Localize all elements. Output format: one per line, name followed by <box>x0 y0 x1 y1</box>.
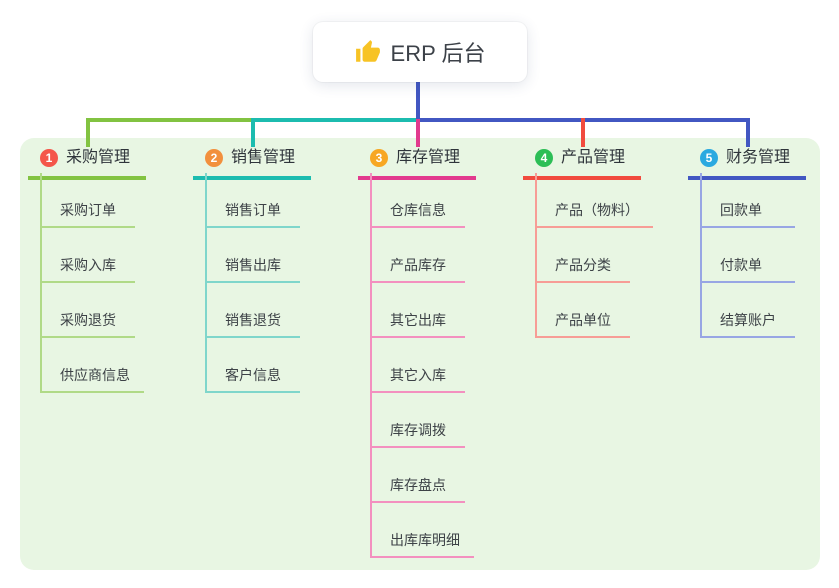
branch-label: 采购管理 <box>66 149 131 166</box>
connector-drop-4 <box>581 118 585 147</box>
branch-number-badge: 3 <box>370 149 388 167</box>
branch-node-2[interactable]: 2 销售管理 <box>193 145 311 180</box>
root-node[interactable]: ERP 后台 <box>313 22 527 82</box>
connector-drop-2 <box>251 118 255 147</box>
thumbs-up-icon <box>355 39 381 65</box>
child-node[interactable]: 产品单位 <box>537 283 630 338</box>
child-node[interactable]: 回款单 <box>702 173 795 228</box>
connector-horizontal <box>251 118 420 122</box>
branch-node-3[interactable]: 3 库存管理 <box>358 145 476 180</box>
branch-node-5[interactable]: 5 财务管理 <box>688 145 806 180</box>
branch-number-badge: 1 <box>40 149 58 167</box>
connector-horizontal <box>86 118 255 122</box>
branch-number-badge: 4 <box>535 149 553 167</box>
child-node[interactable]: 付款单 <box>702 228 795 283</box>
branch-label: 财务管理 <box>726 149 791 166</box>
child-node[interactable]: 其它入库 <box>372 338 465 393</box>
child-node[interactable]: 出库库明细 <box>372 503 474 558</box>
child-node[interactable]: 产品库存 <box>372 228 465 283</box>
child-node[interactable]: 采购退货 <box>42 283 135 338</box>
child-node[interactable]: 其它出库 <box>372 283 465 338</box>
branch-label: 库存管理 <box>396 149 461 166</box>
branch-number-badge: 2 <box>205 149 223 167</box>
branch-number-badge: 5 <box>700 149 718 167</box>
child-node[interactable]: 销售订单 <box>207 173 300 228</box>
child-node[interactable]: 仓库信息 <box>372 173 465 228</box>
branch-children-5: 回款单付款单结算账户 <box>700 173 795 338</box>
connector-drop-5 <box>746 118 750 147</box>
child-node[interactable]: 销售退货 <box>207 283 300 338</box>
child-node[interactable]: 产品分类 <box>537 228 630 283</box>
root-label: ERP 后台 <box>390 41 486 66</box>
connector-drop-3 <box>416 118 420 147</box>
child-node[interactable]: 供应商信息 <box>42 338 144 393</box>
branch-node-4[interactable]: 4 产品管理 <box>523 145 641 180</box>
child-node[interactable]: 库存盘点 <box>372 448 465 503</box>
child-node[interactable]: 产品（物料） <box>537 173 653 228</box>
connector-drop-1 <box>86 118 90 147</box>
child-node[interactable]: 采购订单 <box>42 173 135 228</box>
branch-label: 销售管理 <box>231 149 296 166</box>
child-node[interactable]: 采购入库 <box>42 228 135 283</box>
branch-node-1[interactable]: 1 采购管理 <box>28 145 146 180</box>
child-node[interactable]: 库存调拨 <box>372 393 465 448</box>
branch-children-3: 仓库信息产品库存其它出库其它入库库存调拨库存盘点出库库明细 <box>370 173 474 558</box>
root-connector-line <box>416 82 420 119</box>
child-node[interactable]: 客户信息 <box>207 338 300 393</box>
child-node[interactable]: 销售出库 <box>207 228 300 283</box>
branch-label: 产品管理 <box>561 149 626 166</box>
branch-children-1: 采购订单采购入库采购退货供应商信息 <box>40 173 144 393</box>
branch-children-2: 销售订单销售出库销售退货客户信息 <box>205 173 300 393</box>
branches-panel <box>20 138 820 570</box>
branch-children-4: 产品（物料）产品分类产品单位 <box>535 173 653 338</box>
child-node[interactable]: 结算账户 <box>702 283 795 338</box>
